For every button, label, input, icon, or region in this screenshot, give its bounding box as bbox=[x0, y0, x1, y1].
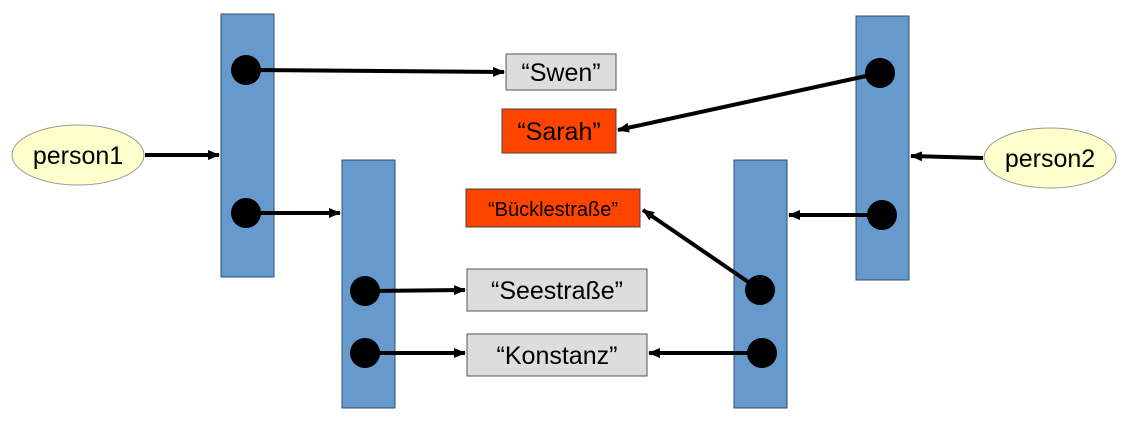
arrow-person2-name-to-sarah bbox=[617, 71, 881, 133]
arrow-street-to-seestrasse bbox=[364, 285, 466, 296]
string-seestrasse: “Seestraße” bbox=[491, 277, 623, 305]
pointer-dot bbox=[231, 55, 261, 85]
pointer-dot bbox=[867, 200, 897, 230]
person2-label: person2 bbox=[1005, 145, 1095, 173]
pointer-dot bbox=[865, 58, 895, 88]
string-buecklestrasse: “Bücklestraße” bbox=[488, 199, 618, 221]
person1-object bbox=[220, 13, 275, 278]
pointer-dot bbox=[350, 276, 380, 306]
string-sarah: “Sarah” bbox=[517, 118, 600, 146]
arrow-person2-to-object bbox=[910, 151, 984, 162]
person2-variable: person2 bbox=[983, 127, 1117, 189]
pointer-dot bbox=[745, 275, 775, 305]
arrow-street-to-buecklestrasse bbox=[641, 208, 762, 292]
string-konstanz: “Konstanz” bbox=[497, 342, 618, 370]
string-swen: “Swen” bbox=[521, 59, 600, 87]
person2-object bbox=[855, 15, 910, 281]
string-box-swen: “Swen” bbox=[505, 53, 617, 91]
string-box-seestrasse: “Seestraße” bbox=[466, 268, 648, 312]
string-box-konstanz: “Konstanz” bbox=[466, 333, 648, 377]
person1-variable: person1 bbox=[11, 124, 145, 186]
pointer-dot bbox=[350, 338, 380, 368]
arrow-person1-name-to-swen bbox=[245, 66, 505, 77]
string-box-sarah: “Sarah” bbox=[501, 108, 617, 154]
pointer-dot bbox=[747, 338, 777, 368]
pointer-dot bbox=[231, 198, 261, 228]
person1-label: person1 bbox=[33, 142, 123, 170]
string-box-buecklestrasse: “Bücklestraße” bbox=[465, 188, 641, 228]
